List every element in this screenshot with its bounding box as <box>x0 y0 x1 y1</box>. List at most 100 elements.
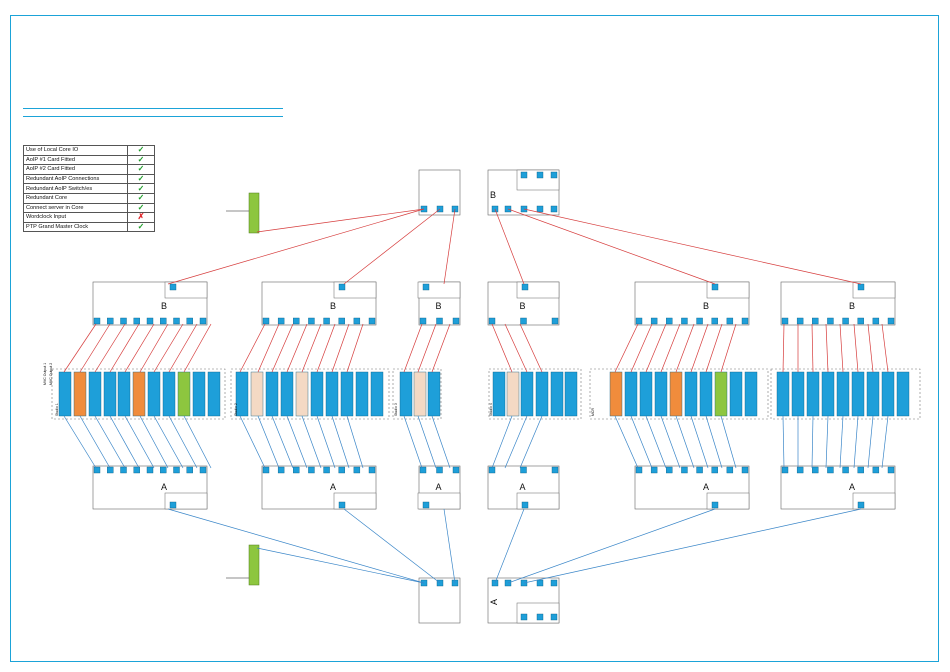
io-card <box>250 371 264 417</box>
io-card <box>103 371 117 417</box>
io-card <box>58 371 72 417</box>
feature-legend-table: Use of Local Core IO✓AoIP #1 Card Fitted… <box>23 145 155 233</box>
card-green <box>714 371 728 417</box>
switch-port <box>93 466 101 474</box>
link-b <box>867 323 874 373</box>
switch-port <box>107 466 114 474</box>
switch-b-label: B <box>703 301 709 311</box>
link-b <box>504 323 528 373</box>
link-a <box>124 415 155 469</box>
switch-port <box>368 317 376 325</box>
switch-b-label: B <box>520 301 526 311</box>
link-b <box>286 323 308 373</box>
switch-port <box>308 466 315 474</box>
switch-b-label: B <box>436 301 442 311</box>
switch-port <box>133 317 140 325</box>
io-card <box>866 371 880 417</box>
link-b <box>239 323 266 373</box>
switch-port <box>353 317 361 325</box>
switch-port <box>650 317 658 325</box>
link-a <box>523 508 862 584</box>
switch-port <box>293 317 300 325</box>
switch-port <box>857 283 865 291</box>
switch-port <box>120 466 127 474</box>
link-b <box>431 323 451 373</box>
switch-port <box>338 501 346 509</box>
link-a <box>494 508 525 584</box>
switch-port <box>550 613 558 621</box>
io-card <box>88 371 102 417</box>
switch-port <box>711 466 718 474</box>
switch-port <box>277 317 285 325</box>
switch-port <box>681 466 688 474</box>
switch-port <box>650 466 658 474</box>
io-card <box>699 371 713 417</box>
switch-port <box>857 317 864 325</box>
io-card <box>235 371 249 417</box>
link-a <box>839 415 844 469</box>
switch-port <box>781 466 789 474</box>
legend-row: PTP Grand Master Clock✓ <box>23 221 155 233</box>
switch-port <box>711 283 719 291</box>
link-b <box>63 323 97 373</box>
link-a <box>675 415 695 469</box>
link-a <box>811 415 814 469</box>
link-b <box>124 323 155 373</box>
switch-port <box>452 317 460 325</box>
switch-port <box>488 317 496 325</box>
check-icon: ✓ <box>137 154 145 164</box>
switch-port <box>368 466 376 474</box>
switch-port <box>323 466 330 474</box>
switch-port <box>338 317 345 325</box>
rack-frame-1 <box>51 368 226 420</box>
switch-port <box>186 317 193 325</box>
link-a <box>491 415 513 469</box>
switch-port <box>711 317 718 325</box>
link-b <box>720 323 737 373</box>
gm-clock-top <box>248 192 260 234</box>
io-card <box>806 371 820 417</box>
io-card <box>851 371 865 417</box>
switch-port <box>120 317 127 325</box>
switch-port <box>146 317 154 325</box>
switch-port <box>741 317 749 325</box>
switch-port <box>666 466 673 474</box>
link-a <box>343 508 441 584</box>
switch-port <box>262 317 270 325</box>
io-card <box>370 371 384 417</box>
link-a <box>417 415 437 469</box>
switch-port <box>353 466 361 474</box>
switch-a-label: A <box>703 482 709 492</box>
switch-port <box>419 466 427 474</box>
switch-port <box>827 466 834 474</box>
switch-port <box>520 171 528 179</box>
switch-port <box>842 317 849 325</box>
switch-port <box>521 501 529 509</box>
top-switch-sub-box <box>516 169 560 191</box>
io-card <box>325 371 339 417</box>
link-b <box>705 323 723 373</box>
link-a <box>331 415 350 469</box>
io-card <box>147 371 161 417</box>
switch-port <box>199 466 207 474</box>
switch-port <box>827 317 834 325</box>
switch-port <box>133 466 140 474</box>
link-a <box>705 415 723 469</box>
io-card <box>520 371 534 417</box>
rack-frame-4 <box>488 368 582 420</box>
check-icon: ✓ <box>137 174 145 184</box>
switch-port <box>422 283 430 291</box>
io-card <box>265 371 279 417</box>
link-a <box>168 415 198 469</box>
switch-port <box>887 317 895 325</box>
rack-frame-6 <box>770 368 921 420</box>
switch-port <box>796 466 804 474</box>
switch-port <box>338 283 346 291</box>
switch-port <box>173 466 180 474</box>
io-card <box>310 371 324 417</box>
switch-port <box>536 205 544 213</box>
mvc-output-2-label: MVC Output 2 <box>49 363 53 385</box>
link-b <box>645 323 667 373</box>
link-a <box>645 415 667 469</box>
link-b <box>494 208 525 285</box>
